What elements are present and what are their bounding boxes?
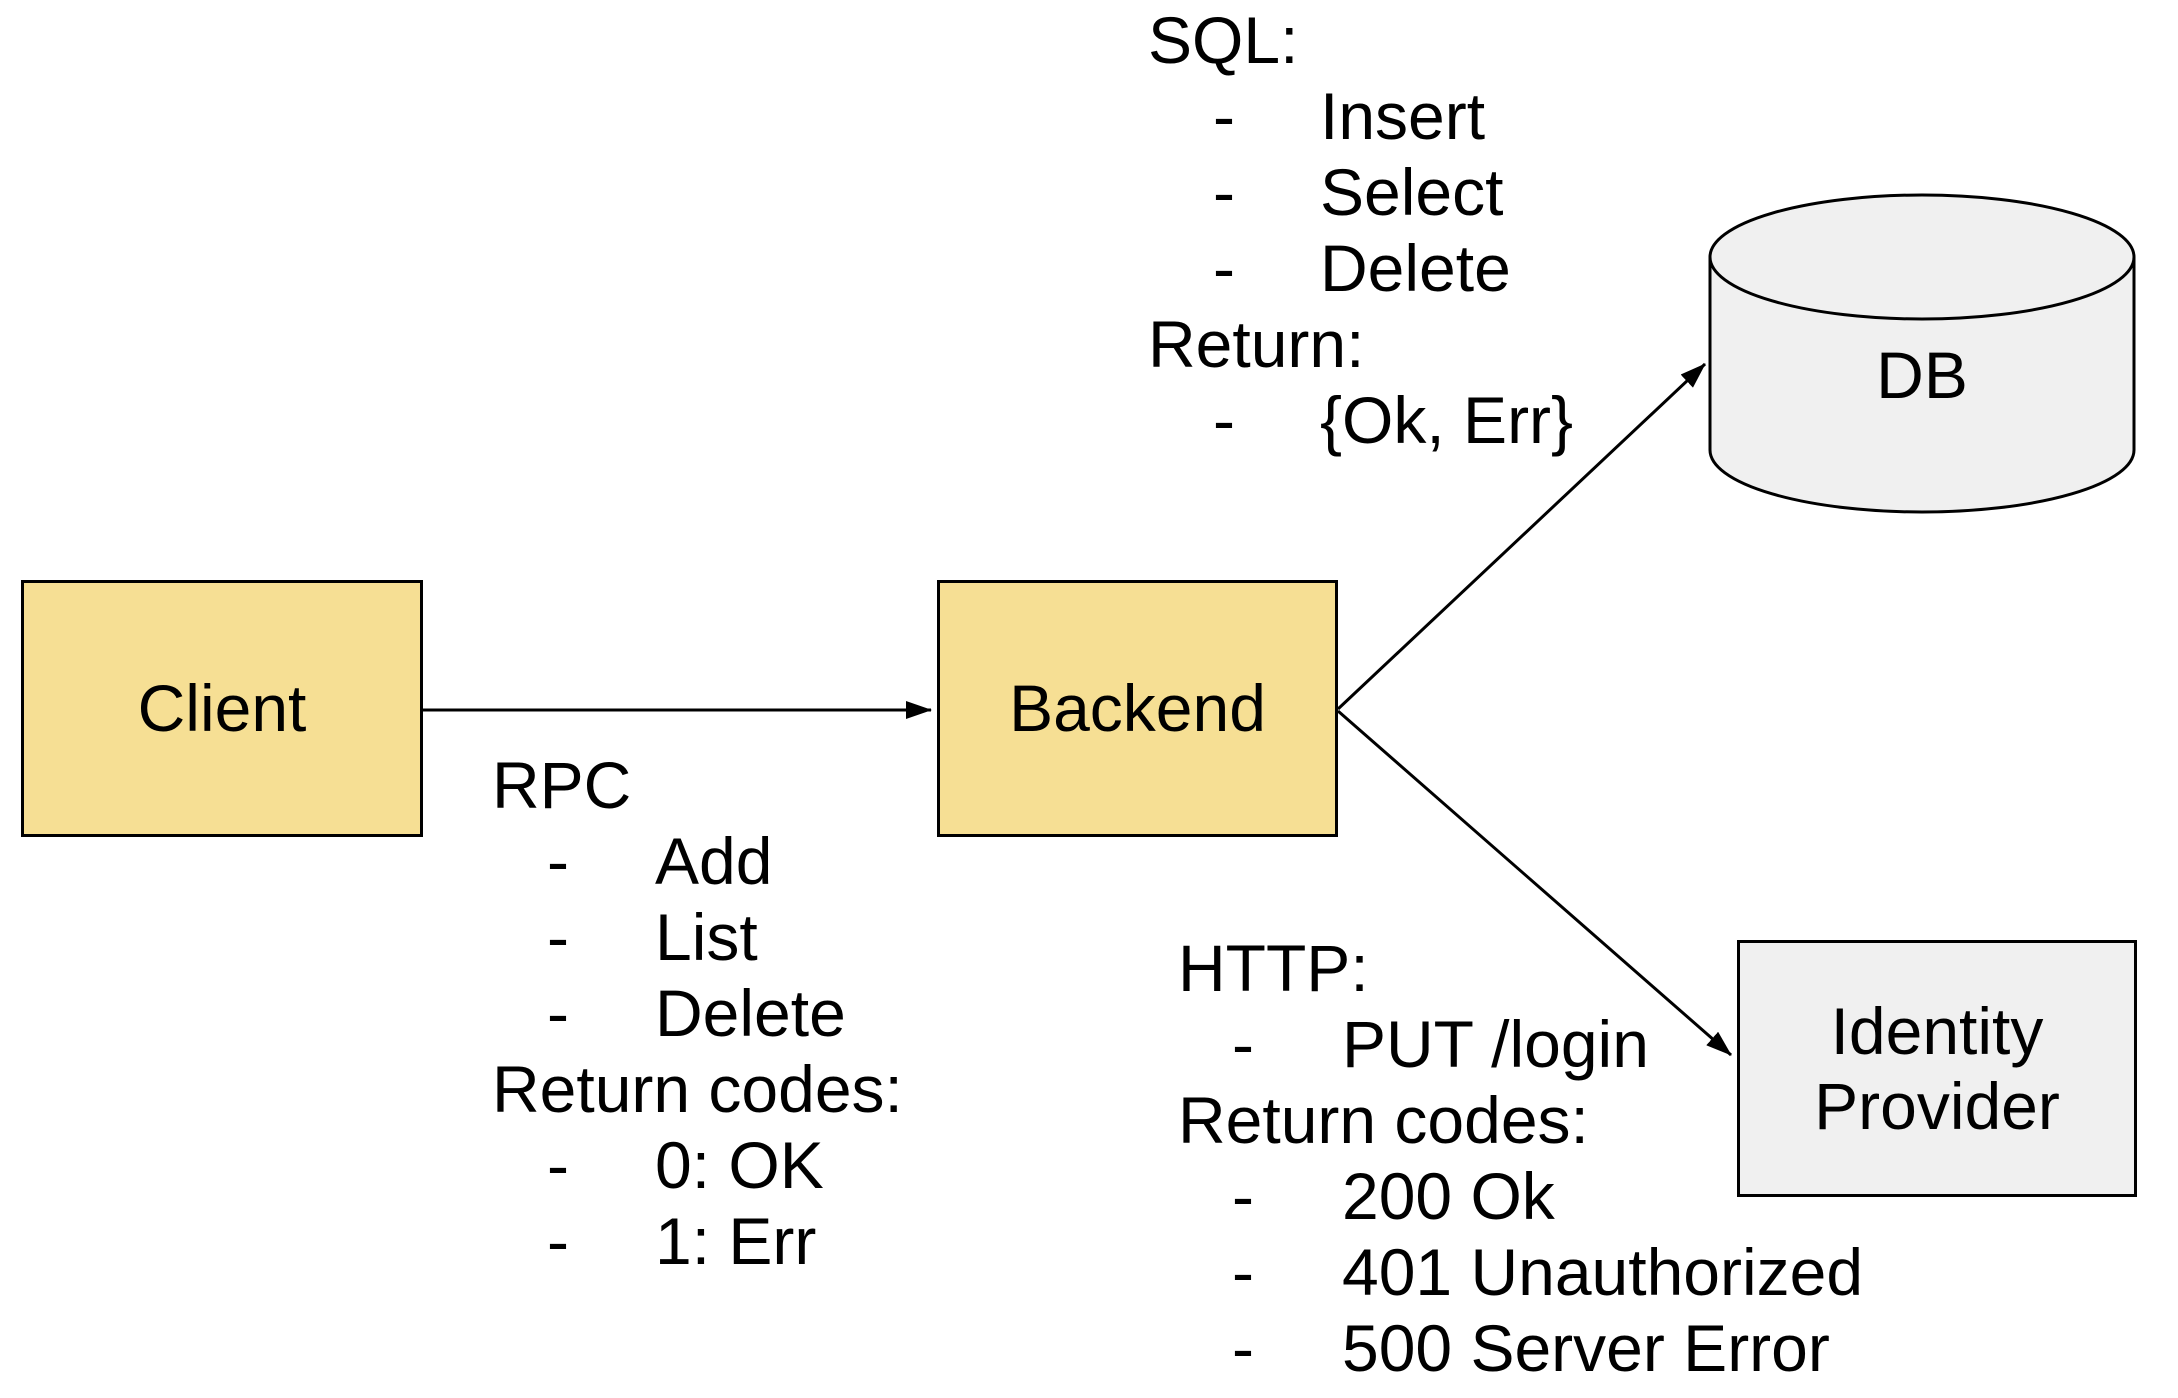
node-client: Client [21,580,423,837]
bullet-dash: - [1213,231,1235,305]
annotation-http-item: - PUT /login [1178,1006,1863,1082]
bullet-dash: - [547,1128,569,1202]
annotation-rpc-item-text: Delete [655,976,846,1050]
annotation-http-return-item: - 500 Server Error [1178,1310,1863,1386]
annotation-sql-item: - Insert [1148,78,1573,154]
node-db-label-text: DB [1876,337,1968,412]
db-cylinder-body [1708,257,2136,514]
annotation-rpc-return-item-text: 0: OK [655,1128,824,1202]
bullet-dash: - [1232,1311,1254,1385]
annotation-rpc: RPC - Add - List - Delete Return codes: - 0:… [492,747,903,1279]
annotation-rpc-return-title: Return codes: [492,1052,903,1126]
annotation-http-item-text: PUT /login [1342,1007,1649,1081]
annotation-rpc-item: - Delete [492,975,903,1051]
bullet-dash: - [1232,1159,1254,1233]
arrow-backend-to-db [1336,362,1707,711]
annotation-sql-return-item-text: {Ok, Err} [1320,383,1574,457]
annotation-sql-item-text: Delete [1320,231,1511,305]
db-cylinder [1708,193,2136,514]
bullet-dash: - [1213,79,1235,153]
annotation-http-return-item-text: 200 Ok [1342,1159,1555,1233]
annotation-rpc-item: - Add [492,823,903,899]
annotation-sql: SQL: - Insert - Select - Delete Return: - {O… [1148,2,1573,458]
bullet-dash: - [547,824,569,898]
node-backend-label: Backend [1009,671,1266,745]
annotation-rpc-return-item: - 1: Err [492,1203,903,1279]
annotation-http-return-item-text: 500 Server Error [1342,1311,1830,1385]
annotation-sql-return-item: - {Ok, Err} [1148,382,1573,458]
annotation-rpc-return-item: - 0: OK [492,1127,903,1203]
bullet-dash: - [1232,1007,1254,1081]
arrow-backend-to-identity-provider [1337,709,1732,1057]
annotation-http-return-item: - 200 Ok [1178,1158,1863,1234]
db-cylinder-top [1708,193,2136,321]
annotation-http-title: HTTP: [1178,931,1369,1005]
bullet-dash: - [1213,383,1235,457]
annotation-rpc-return-item-text: 1: Err [655,1204,817,1278]
node-identity-provider-label: Identity Provider [1814,993,2060,1143]
annotation-sql-item-text: Insert [1320,79,1486,153]
node-db-label: DB [1710,290,2134,460]
node-client-label: Client [137,671,307,745]
annotation-rpc-title: RPC [492,748,632,822]
node-identity-provider: Identity Provider [1737,940,2137,1197]
annotation-rpc-item-text: Add [655,824,773,898]
annotation-http: HTTP: -PUT /login Return codes: -200 Ok … [1178,930,1863,1386]
annotation-http-return-item-text: 401 Unauthorized [1342,1235,1864,1309]
bullet-dash: - [547,976,569,1050]
annotation-sql-item-text: Select [1320,155,1504,229]
annotation-sql-return-title: Return: [1148,307,1365,381]
annotation-http-return-title: Return codes: [1178,1083,1589,1157]
bullet-dash: - [547,900,569,974]
annotation-rpc-item-text: List [655,900,758,974]
annotation-sql-title: SQL: [1148,3,1299,77]
annotation-sql-item: - Delete [1148,230,1573,306]
node-backend: Backend [937,580,1338,837]
annotation-rpc-item: - List [492,899,903,975]
bullet-dash: - [1213,155,1235,229]
bullet-dash: - [1232,1235,1254,1309]
annotation-http-return-item: - 401 Unauthorized [1178,1234,1863,1310]
annotation-sql-item: - Select [1148,154,1573,230]
bullet-dash: - [547,1204,569,1278]
